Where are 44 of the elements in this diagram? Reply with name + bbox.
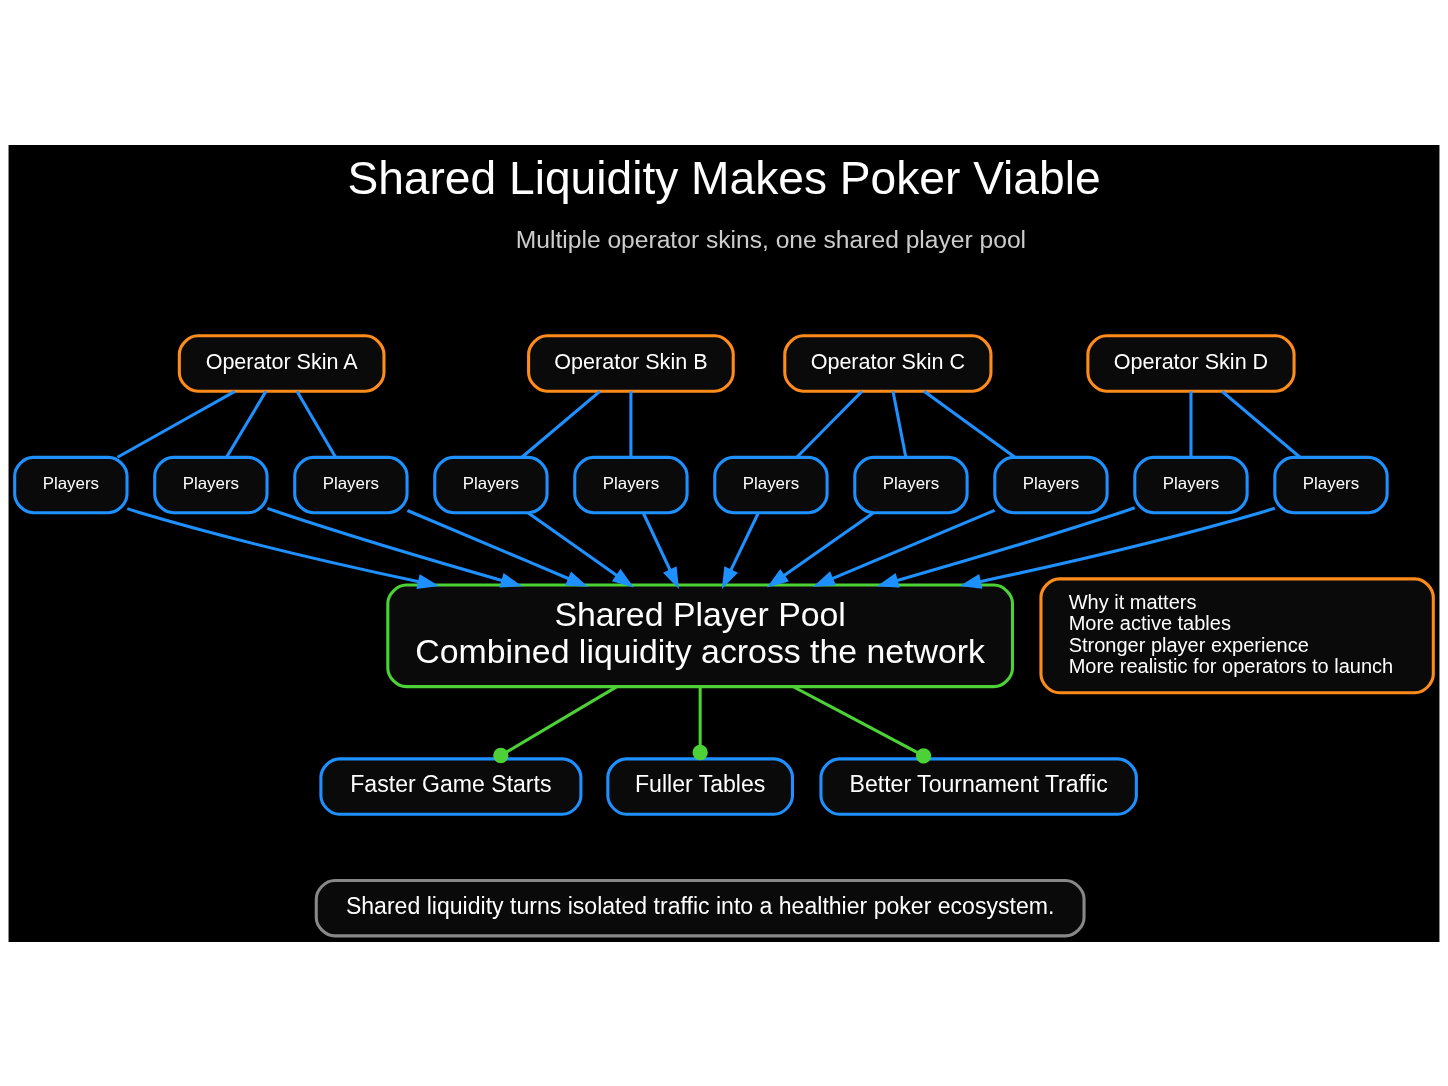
node-box: Operator Skin B — [527, 333, 735, 393]
node-box: Shared liquidity turns isolated traffic into a healthier poker ecosystem. — [314, 878, 1086, 937]
connector — [795, 389, 863, 458]
node-box: Players — [1133, 455, 1249, 514]
arrow — [266, 506, 523, 588]
label: Multiple operator skins, one shared player pool — [515, 225, 1027, 253]
arrow — [641, 511, 679, 589]
connector — [116, 389, 236, 459]
node-box: Players — [993, 455, 1109, 514]
node-box: Players — [853, 455, 969, 514]
arrow — [721, 511, 760, 589]
node-box: Players — [1273, 455, 1389, 514]
node-box: Players — [13, 455, 129, 514]
node-box: Why it matters More active tables Stronger player experience More realistic for operators to launch — [1039, 576, 1435, 694]
node-box: Shared Player Pool Combined liquidity across the network — [386, 583, 1015, 688]
connector — [629, 390, 633, 457]
diagram-title: Shared Liquidity Makes Poker Viable — [347, 151, 1101, 204]
node-box: Players — [153, 455, 269, 514]
connector — [493, 685, 618, 763]
arrow — [406, 508, 588, 587]
connector — [923, 389, 1016, 459]
connector — [891, 390, 908, 458]
arrow — [126, 506, 440, 589]
connector — [692, 686, 708, 760]
node-box: Players — [573, 455, 689, 514]
arrow — [527, 511, 634, 587]
node-box: Operator Skin C — [783, 333, 993, 393]
node-box: Better Tournament Traffic — [819, 756, 1138, 816]
arrow — [876, 505, 1136, 588]
connector — [295, 390, 337, 458]
node-box: Players — [293, 455, 409, 514]
node-box: Faster Game Starts — [319, 756, 583, 816]
node-box: Fuller Tables — [606, 756, 794, 816]
connector — [225, 390, 268, 458]
node-box: Operator Skin D — [1086, 333, 1296, 393]
arrow — [959, 506, 1276, 589]
arrow — [766, 511, 875, 587]
arrow — [813, 508, 996, 587]
connector — [520, 389, 601, 458]
node-box: Players — [433, 455, 549, 514]
connector — [1221, 389, 1301, 458]
node-box: Operator Skin A — [177, 333, 386, 393]
connector — [1189, 390, 1193, 457]
node-box: Players — [713, 455, 829, 514]
